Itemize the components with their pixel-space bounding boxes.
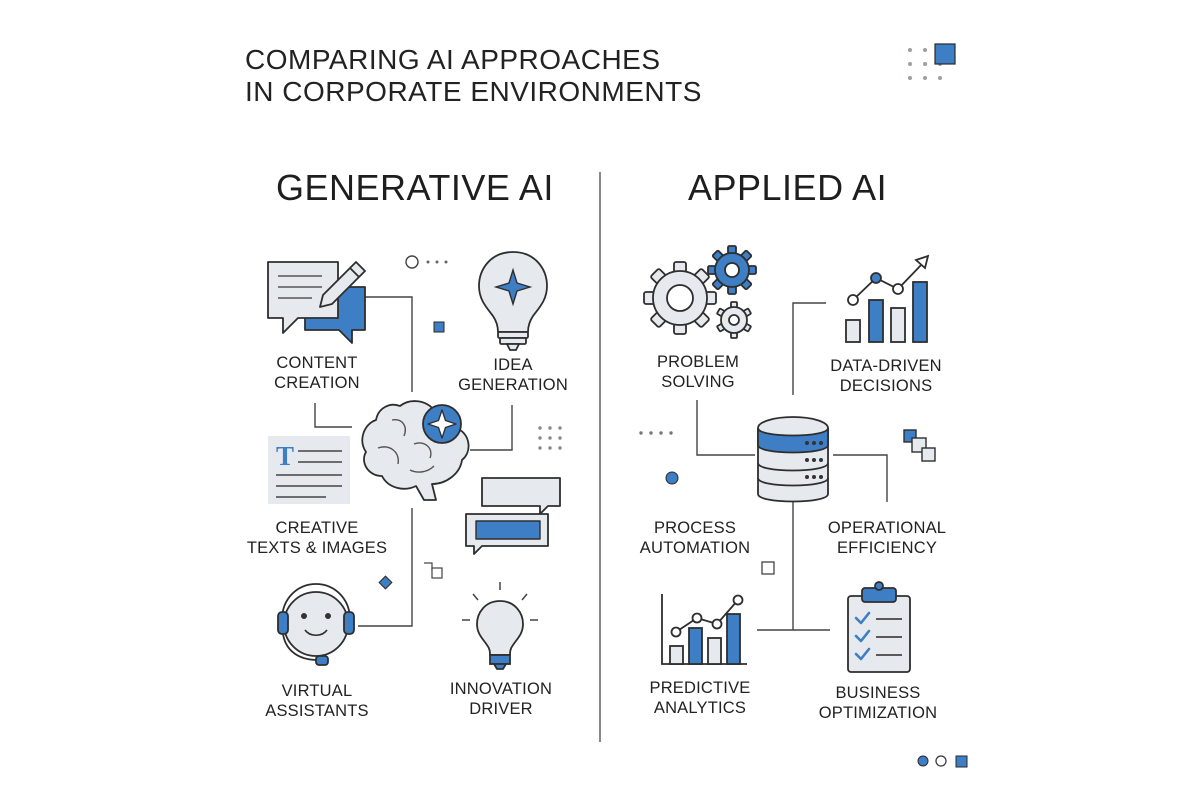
gears-icon xyxy=(643,245,757,339)
headset-face-icon xyxy=(277,583,355,666)
page-title-line-2: IN CORPORATE ENVIRONMENTS xyxy=(245,76,702,107)
label-predictive-analytics: PREDICTIVE ANALYTICS xyxy=(649,679,751,717)
label-content-creation: CONTENT CREATION xyxy=(274,354,360,392)
label-creative-texts-images: CREATIVE TEXTS & IMAGES xyxy=(246,519,388,557)
label-problem-solving: PROBLEM SOLVING xyxy=(656,353,740,391)
generative-connectors xyxy=(314,296,513,627)
decor-shapes-bottom-right xyxy=(917,755,968,768)
decor-square-top-right xyxy=(934,43,956,65)
applied-ai-heading: APPLIED AI xyxy=(688,167,888,208)
label-virtual-assistants: VIRTUAL ASSISTANTS xyxy=(265,682,369,720)
label-operational-efficiency: OPERATIONAL EFFICIENCY xyxy=(827,519,947,557)
label-business-optimization: BUSINESS OPTIMIZATION xyxy=(818,684,938,722)
chat-pencil-icon xyxy=(267,261,366,344)
database-icon xyxy=(757,416,829,503)
label-data-driven-decisions: DATA-DRIVEN DECISIONS xyxy=(830,357,942,395)
label-idea-generation: IDEA GENERATION xyxy=(458,356,568,394)
brain-icon xyxy=(361,400,470,501)
clipboard-checklist-icon xyxy=(847,581,911,673)
label-process-automation: PROCESS AUTOMATION xyxy=(639,519,751,557)
page-title: COMPARING AI APPROACHES IN CORPORATE ENV… xyxy=(245,44,702,108)
label-innovation-driver: INNOVATION DRIVER xyxy=(449,680,553,718)
generative-decor xyxy=(378,255,562,590)
applied-decor xyxy=(639,431,775,575)
squares-icon xyxy=(903,429,936,462)
chat-bubbles-icon xyxy=(465,477,561,555)
decor-dots-top-right xyxy=(908,48,942,80)
bar-chart-trend-icon xyxy=(845,254,930,343)
lightbulb-star-icon xyxy=(478,251,548,351)
text-document-icon: T xyxy=(268,436,350,504)
analytics-chart-icon xyxy=(661,594,747,665)
lightbulb-icon xyxy=(462,582,538,670)
generative-ai-heading: GENERATIVE AI xyxy=(276,167,554,208)
page-title-line-1: COMPARING AI APPROACHES xyxy=(245,44,661,75)
svg-text:T: T xyxy=(276,441,294,471)
applied-connectors xyxy=(696,302,888,631)
